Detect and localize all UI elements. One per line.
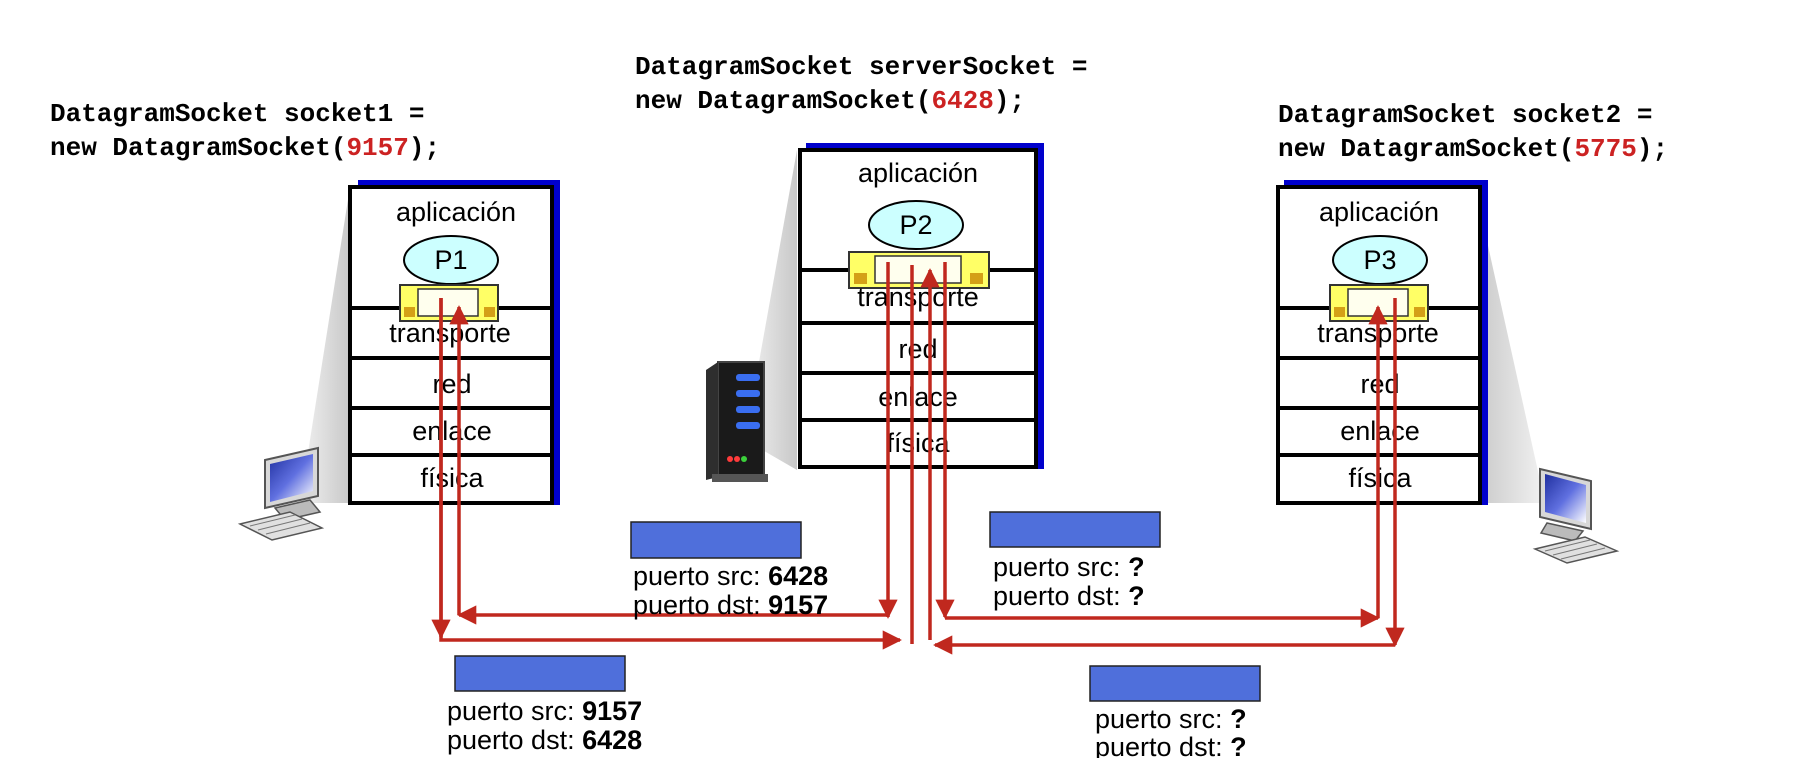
- socket2-port: 5775: [1574, 134, 1636, 164]
- segment-dst-port: puerto dst: ?: [1095, 732, 1247, 758]
- host1-protocol-stack: aplicación P1 transporte red enlace físi…: [348, 180, 560, 505]
- desktop-computer-icon: [237, 446, 325, 541]
- segment-header-bar: [1089, 665, 1261, 702]
- host3-layer-fisica: física: [1348, 463, 1412, 493]
- host2-protocol-stack: aplicación P2 transporte red enlace físi…: [798, 143, 1044, 469]
- segment-dst-port: puerto dst: 6428: [447, 725, 642, 755]
- host1-layer-transporte: transporte: [389, 318, 511, 348]
- segment-right-top: puerto src: ? puerto dst: ?: [989, 511, 1161, 611]
- host3-protocol-stack: aplicación P3 transporte red enlace físi…: [1276, 180, 1488, 505]
- segment-dst-port: puerto dst: 9157: [633, 590, 828, 620]
- host3-layer-red: red: [1360, 369, 1399, 399]
- process-p2-label: P2: [899, 210, 932, 240]
- process-p1-label: P1: [434, 245, 467, 275]
- process-p2: [868, 200, 964, 250]
- host1-socket: [399, 284, 499, 322]
- host1-layer-red: red: [432, 369, 471, 399]
- socket1-code-line1: DatagramSocket socket1 =: [50, 99, 424, 129]
- segment-src-port: puerto src: 9157: [447, 696, 642, 726]
- desktop-computer-icon: [1532, 467, 1620, 564]
- server-socket-code-line1: DatagramSocket serverSocket =: [635, 52, 1087, 82]
- host2-layer-aplicacion: aplicación: [858, 158, 978, 188]
- server-icon: [706, 361, 768, 482]
- server-socket-port: 6428: [931, 86, 993, 116]
- process-p3-label: P3: [1363, 245, 1396, 275]
- host2-layer-fisica: física: [886, 428, 950, 458]
- host3-socket: [1329, 284, 1429, 322]
- segment-src-port: puerto src: 6428: [633, 561, 828, 591]
- socket1-code-line2: new DatagramSocket(9157);: [50, 133, 440, 163]
- host3-layer-aplicacion: aplicación: [1319, 197, 1439, 227]
- segment-header-bar: [989, 511, 1161, 548]
- segment-dst-port: puerto dst: ?: [993, 581, 1145, 611]
- host1-perspective-cone: [300, 187, 350, 503]
- host1-layer-aplicacion: aplicación: [396, 197, 516, 227]
- segment-paths: [431, 262, 1405, 655]
- host3-layer-enlace: enlace: [1340, 416, 1420, 446]
- socket2-code-line2: new DatagramSocket(5775);: [1278, 134, 1668, 164]
- segment-src-port: puerto src: ?: [993, 552, 1145, 582]
- host1-layer-fisica: física: [420, 463, 484, 493]
- segment-header-bar: [454, 655, 626, 692]
- segment-src-port: puerto src: ?: [1095, 704, 1247, 734]
- segment-left-top: puerto src: 6428 puerto dst: 9157: [630, 521, 828, 620]
- segment-left-bottom: puerto src: 9157 puerto dst: 6428: [447, 655, 642, 755]
- socket2-code-line1: DatagramSocket socket2 =: [1278, 100, 1652, 130]
- host1-layer-enlace: enlace: [412, 416, 492, 446]
- host2-layer-transporte: transporte: [857, 282, 979, 312]
- socket1-port: 9157: [346, 133, 408, 163]
- server-socket-code-line2: new DatagramSocket(6428);: [635, 86, 1025, 116]
- segment-right-bottom: puerto src: ? puerto dst: ?: [1089, 665, 1261, 758]
- segment-header-bar: [630, 521, 802, 559]
- host2-socket: [848, 251, 990, 289]
- host3-perspective-cone: [1475, 187, 1545, 503]
